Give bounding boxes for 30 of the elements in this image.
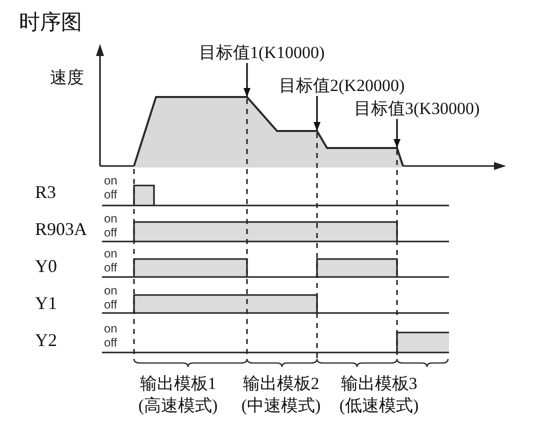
mode-label: (中速模式)	[241, 396, 321, 416]
title: 时序图	[19, 9, 82, 35]
mode-label: (高速模式)	[138, 396, 218, 416]
state-label: on	[104, 174, 118, 188]
mode-label: (低速模式)	[339, 396, 419, 416]
arrow	[244, 63, 250, 97]
signal-name: R3	[35, 182, 56, 202]
signal-name: R903A	[35, 219, 88, 239]
target-value-label: 目标值1(K10000)	[199, 43, 325, 63]
axis-label: 速度	[50, 68, 84, 88]
state-label: on	[104, 322, 118, 336]
target-value-label: 目标值2(K20000)	[279, 76, 405, 96]
mode-label: 输出模板3	[340, 374, 418, 394]
target-value-label: 目标值3(K30000)	[354, 99, 480, 119]
state-label: on	[104, 284, 118, 298]
state-label: on	[104, 248, 118, 260]
signal-name: Y0	[35, 256, 57, 276]
mode-label: 输出模板2	[242, 374, 320, 394]
signal-name: Y1	[35, 293, 57, 313]
signal-name: Y2	[35, 330, 57, 350]
state-label: off	[104, 298, 118, 312]
state-label: off	[104, 336, 118, 350]
state-label: off	[104, 262, 118, 274]
arrow	[314, 96, 320, 131]
arrow	[394, 119, 400, 148]
state-label: on	[104, 212, 118, 226]
speed-profile-area	[133, 96, 404, 168]
mode-label: 输出模板1	[140, 374, 216, 394]
state-label: off	[104, 226, 118, 240]
state-label: off	[104, 188, 118, 202]
